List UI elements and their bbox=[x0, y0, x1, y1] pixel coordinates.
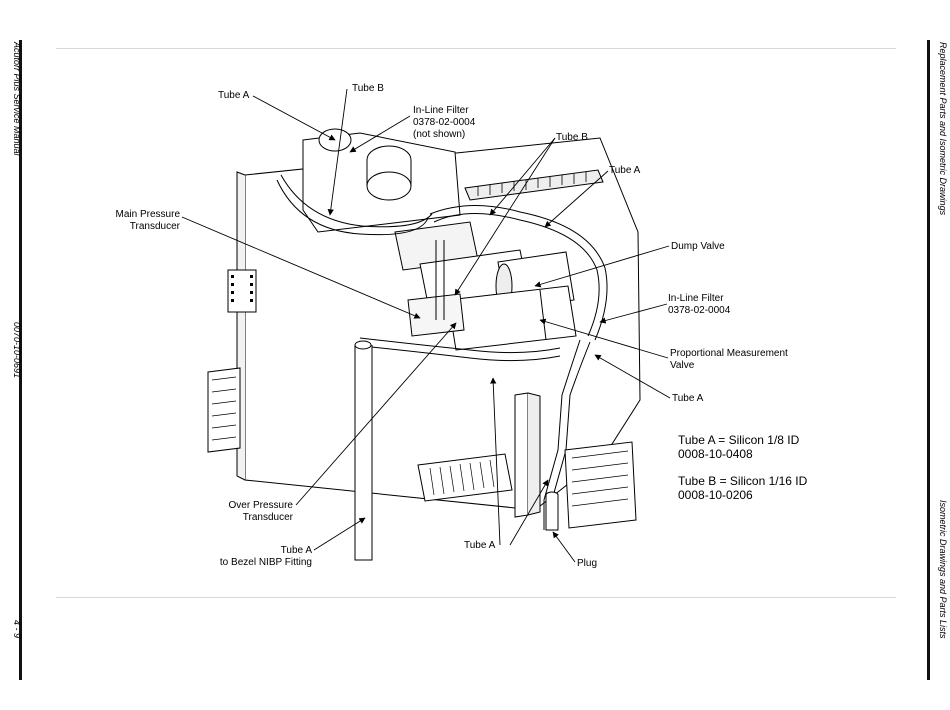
label-tube-a-bottom: Tube A bbox=[464, 540, 496, 551]
over-pressure-line1: Over Pressure bbox=[228, 500, 293, 511]
label-inline-filter-mid: In-Line Filter 0378-02-0004 bbox=[668, 293, 730, 317]
vertical-edge-connector bbox=[514, 392, 541, 518]
round-transducer bbox=[366, 145, 412, 201]
label-tube-a-top: Tube A bbox=[218, 90, 250, 101]
label-tube-a-lower-right: Tube A bbox=[672, 393, 704, 404]
ribbon-connector-right bbox=[564, 441, 637, 529]
tube-a-bezel-line1: Tube A bbox=[280, 545, 312, 556]
leader-lines bbox=[181, 88, 671, 563]
over-pressure-line2: Transducer bbox=[242, 512, 293, 523]
legend-tube-b-line1: Tube B = Silicon 1/16 ID bbox=[678, 474, 808, 488]
bottom-header-connector bbox=[417, 453, 513, 502]
label-inline-filter-top: In-Line Filter 0378-02-0004 (not shown) bbox=[413, 105, 475, 141]
label-tube-b-mid: Tube B bbox=[556, 132, 588, 143]
right-margin-bar bbox=[927, 40, 930, 680]
main-pressure-line2: Transducer bbox=[129, 221, 180, 232]
tubing bbox=[276, 174, 608, 530]
inline-filter-top-line1: In-Line Filter bbox=[413, 105, 469, 116]
top-rule bbox=[56, 48, 896, 49]
legend-tube-a: Tube A = Silicon 1/8 ID 0008-10-0408 bbox=[678, 433, 799, 461]
inline-filter-mid-line2: 0378-02-0004 bbox=[668, 305, 731, 316]
proportional-line1: Proportional Measurement bbox=[670, 348, 788, 359]
legend-tube-a-line1: Tube A = Silicon 1/8 ID bbox=[678, 433, 800, 447]
inline-filter-top-line3: (not shown) bbox=[413, 129, 466, 140]
main-pressure-line1: Main Pressure bbox=[115, 209, 180, 220]
bottom-rule bbox=[56, 597, 896, 598]
proportional-valve-body bbox=[447, 285, 577, 351]
proportional-line2: Valve bbox=[670, 360, 695, 371]
legend-tube-b: Tube B = Silicon 1/16 ID 0008-10-0206 bbox=[678, 474, 807, 502]
label-tube-a-right: Tube A bbox=[609, 165, 641, 176]
plug-fitting bbox=[545, 491, 559, 531]
ribbon-connector-left bbox=[207, 367, 241, 453]
label-proportional-valve: Proportional Measurement Valve bbox=[670, 348, 788, 372]
label-over-pressure-transducer: Over Pressure Transducer bbox=[203, 500, 293, 524]
label-dump-valve: Dump Valve bbox=[671, 241, 725, 252]
label-tube-b-top: Tube B bbox=[352, 83, 384, 94]
label-main-pressure-transducer: Main Pressure Transducer bbox=[100, 209, 180, 233]
legend-tube-a-line2: 0008-10-0408 bbox=[678, 447, 753, 461]
left-margin-bar bbox=[19, 40, 22, 680]
inline-filter-top-line2: 0378-02-0004 bbox=[413, 117, 476, 128]
tube-a-bezel-line2: to Bezel NIBP Fitting bbox=[219, 557, 312, 568]
label-tube-a-bezel: Tube A to Bezel NIBP Fitting bbox=[200, 545, 312, 569]
dip-ic bbox=[227, 269, 257, 313]
legend-tube-b-line2: 0008-10-0206 bbox=[678, 488, 753, 502]
inline-filter-mid-line1: In-Line Filter bbox=[668, 293, 724, 304]
bezel-tube bbox=[354, 340, 373, 561]
label-plug: Plug bbox=[577, 558, 598, 569]
